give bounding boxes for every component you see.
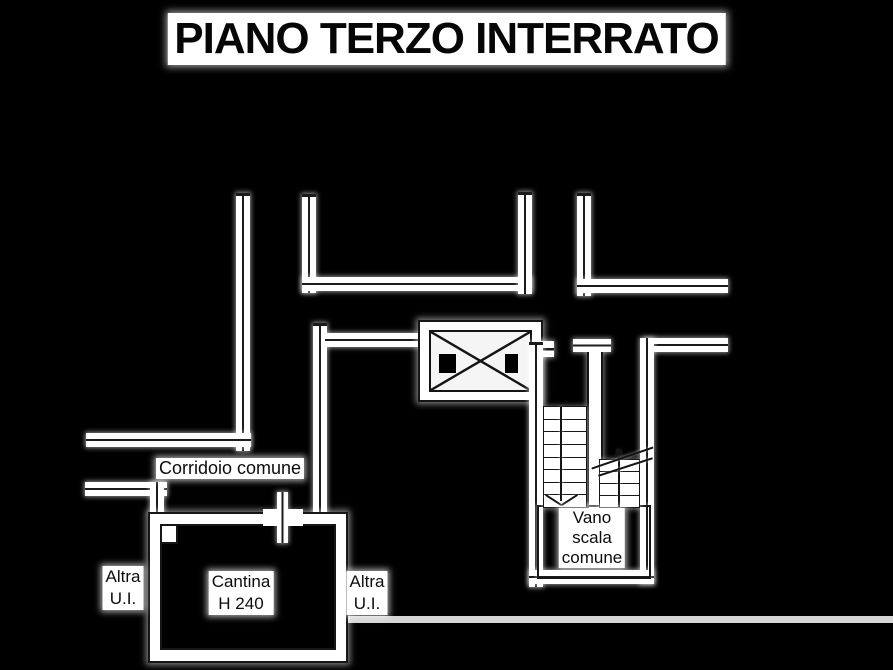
scan-artifact-line [345, 616, 893, 623]
wall-corridor-upper [86, 433, 251, 447]
wall-corridor-right-vertical [313, 323, 327, 517]
room-cantina [148, 512, 348, 663]
stair-direction-arrow [613, 448, 625, 458]
elevator-cross-icon [431, 332, 530, 390]
wall-stair-middle-cap [573, 339, 611, 352]
wall-stair-top-right [645, 338, 728, 352]
wall-stair-left [529, 342, 543, 587]
stair-tread [543, 418, 587, 433]
stair-direction-line [560, 407, 562, 501]
stair-landing [537, 505, 651, 579]
wall-top-center-right-vertical [518, 192, 532, 294]
stair-tread [543, 481, 587, 496]
room-label-corridor: Corridoio comune [155, 458, 305, 479]
wall-pilaster [160, 524, 178, 544]
elevator-shaft [418, 320, 543, 402]
wall-corridor-lower-return [150, 482, 164, 515]
wall-corridor-lower [85, 482, 167, 496]
stair-direction-line [618, 450, 620, 507]
room-label-cantina: Cantina H 240 [208, 571, 274, 615]
room-label-altra-ui-right: Altra U.I. [346, 571, 388, 615]
wall-elevator-link [325, 333, 420, 347]
stair-flight-down [543, 406, 587, 508]
stair-tread [543, 431, 587, 445]
wall-top-right-vertical [577, 193, 591, 296]
door-leaf [277, 492, 288, 543]
stair-tread [543, 406, 587, 420]
elevator-door-pocket-left [439, 354, 456, 373]
stair-tread [543, 469, 587, 483]
stair-tread [543, 456, 587, 471]
elevator-door-pocket-right [505, 354, 518, 373]
elevator-cab [429, 330, 532, 392]
room-label-stairwell: Vano scala comune [558, 508, 626, 568]
room-label-altra-ui-left: Altra U.I. [102, 566, 144, 610]
floor-plan-title: PIANO TERZO INTERRATO [167, 13, 726, 65]
wall-upper-left-vertical [236, 193, 250, 451]
wall-top-right-horizontal [577, 279, 728, 293]
wall-top-center-left-vertical [302, 194, 316, 293]
wall-top-center-horizontal [302, 277, 532, 291]
stair-tread [543, 443, 587, 458]
